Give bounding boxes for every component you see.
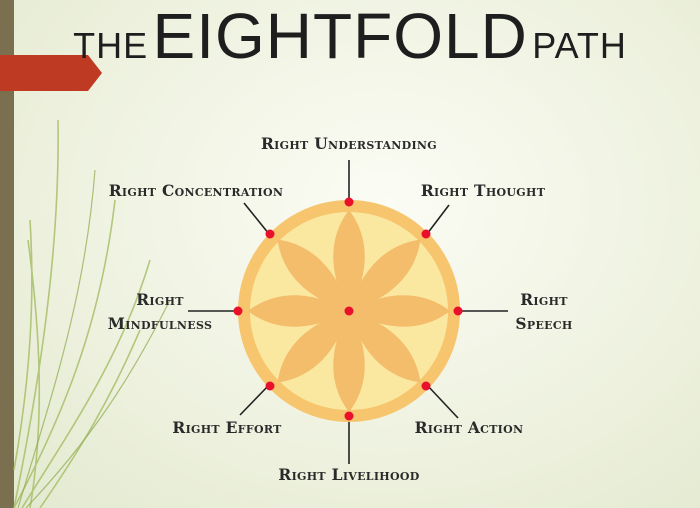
petal (277, 239, 349, 311)
petal (333, 210, 365, 311)
title-eightfold: EIGHTFOLD (152, 0, 528, 72)
connector-thought (426, 204, 450, 235)
dot-mindfulness (233, 306, 243, 316)
petal (349, 239, 421, 311)
connector-lines (188, 160, 508, 464)
petal (333, 311, 365, 412)
dot-understanding (344, 197, 354, 207)
label-right-speech-line2: Speech (515, 314, 572, 333)
left-accent-bar (0, 0, 14, 508)
label-right-thought: Right Thought (421, 181, 546, 200)
petal (277, 311, 349, 383)
title-the: THE (73, 25, 149, 66)
label-right-mindfulness-line2: Mindfulness (108, 314, 212, 333)
title-accent-tab (0, 55, 102, 91)
connector-action (426, 384, 459, 419)
connector-effort (239, 384, 270, 416)
petal (349, 295, 450, 327)
dot-livelihood (344, 411, 354, 421)
connector-concentration (243, 202, 270, 235)
label-right-mindfulness-line1: Right (136, 290, 184, 309)
label-right-speech-line1: Right (520, 290, 568, 309)
wheel-dots (233, 197, 463, 421)
label-right-understanding: Right Understanding (261, 134, 437, 153)
label-right-concentration: Right Concentration (109, 181, 284, 200)
label-right-effort: Right Effort (172, 418, 282, 437)
dot-effort (265, 381, 275, 391)
page-title: THE EIGHTFOLD PATH (0, 4, 700, 68)
dot-speech (453, 306, 463, 316)
petal (349, 311, 421, 383)
wheel-petals (248, 210, 450, 412)
dot-thought (421, 229, 431, 239)
label-right-livelihood: Right Livelihood (278, 465, 419, 484)
label-right-action: Right Action (415, 418, 524, 437)
dot-concentration (265, 229, 275, 239)
dot-action (421, 381, 431, 391)
title-path: PATH (532, 25, 627, 66)
petal (248, 295, 349, 327)
center-dot (344, 306, 354, 316)
